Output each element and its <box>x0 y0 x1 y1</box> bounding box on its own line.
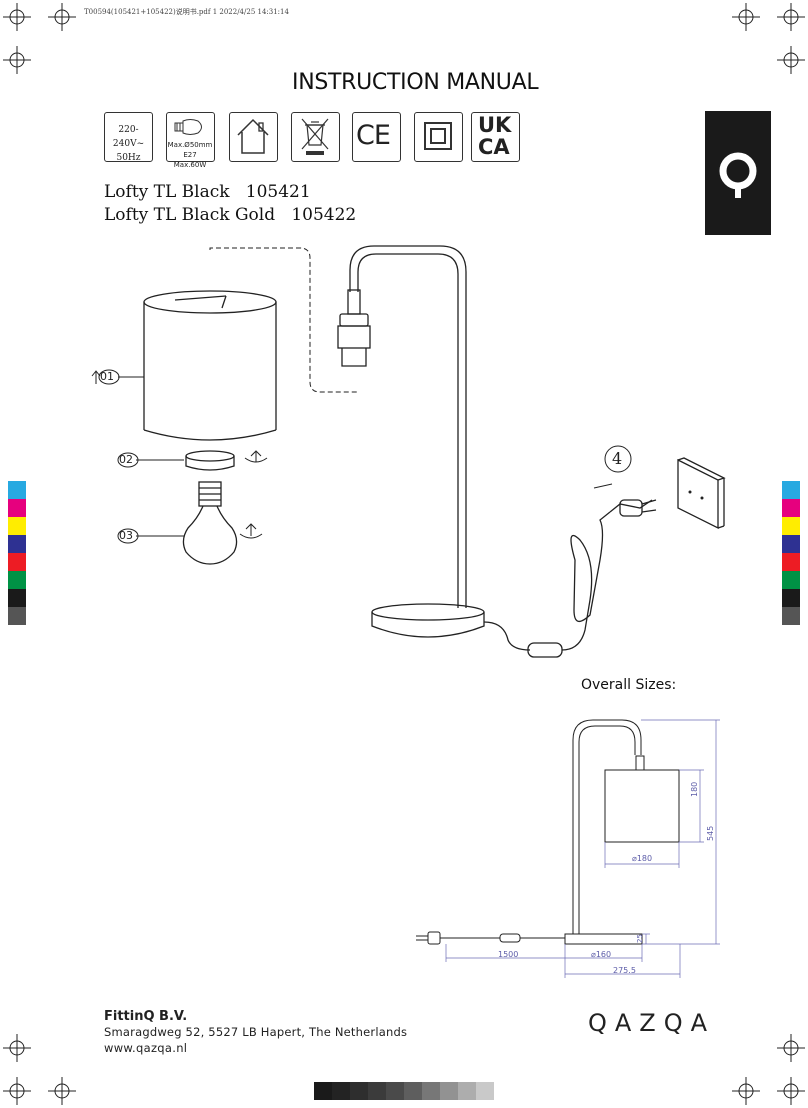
bulb-type: E27 Max.60W <box>173 151 207 169</box>
step-03-label: 03 <box>119 529 133 542</box>
color-bar-right <box>782 481 800 625</box>
step-4-label: 4 <box>612 449 623 468</box>
brand-logo-tab <box>705 111 771 235</box>
voltage-label: 220-240V~ <box>112 125 145 149</box>
bulb-max-diameter: Max.Ø50mm <box>167 141 213 149</box>
step-01-label: 01 <box>100 370 114 383</box>
registration-mark-bottom-left <box>3 1034 76 1105</box>
total-depth-dimension: 275.5 <box>613 966 636 975</box>
manual-title: INSTRUCTION MANUAL <box>292 70 539 95</box>
company-address: Smaragdweg 52, 5527 LB Hapert, The Nethe… <box>104 1025 408 1039</box>
brand-wordmark: QAZQA <box>588 1009 716 1037</box>
frequency-label: 50Hz <box>116 153 141 163</box>
product-name: Lofty TL Black <box>104 182 230 202</box>
overall-sizes-heading: Overall Sizes: <box>581 677 677 693</box>
step-4-marker <box>604 445 632 473</box>
bulb-icon <box>174 119 202 135</box>
base-diameter-dimension: ⌀160 <box>591 950 612 959</box>
indoor-use-icon <box>229 112 278 162</box>
assembly-drawing <box>91 245 726 658</box>
step-01-marker <box>98 369 120 385</box>
ukca-mark-icon: UK CA <box>471 112 520 162</box>
grayscale-bar <box>314 1082 494 1100</box>
base-height-dimension: 25 <box>636 934 644 943</box>
total-height-dimension: 545 <box>706 825 715 841</box>
rotate-arrow-icon <box>239 450 268 539</box>
bulb-spec: Max.Ø50mm E27 Max.60W <box>166 112 215 169</box>
print-metadata: T00594(105421+105422)说明书.pdf 1 2022/4/25… <box>84 8 289 16</box>
weee-bin-icon <box>291 112 340 162</box>
registration-mark-top-right <box>732 3 805 74</box>
product-code: 105421 <box>245 182 311 202</box>
shade-diameter-dimension: ⌀180 <box>632 854 653 863</box>
step-02-label: 02 <box>119 453 133 466</box>
class-ii-icon <box>414 112 463 162</box>
step-02-marker <box>117 452 139 468</box>
product-name: Lofty TL Black Gold <box>104 205 276 225</box>
shade-height-dimension: 180 <box>690 781 699 797</box>
company-name: FittinQ B.V. <box>104 1009 188 1024</box>
product-line-1: Lofty TL Black 105421 <box>104 182 311 202</box>
qazqa-q-logo-icon <box>719 152 757 198</box>
color-bar-left <box>8 481 26 625</box>
product-line-2: Lofty TL Black Gold 105422 <box>104 205 356 225</box>
registration-mark-top-left <box>3 3 76 74</box>
step-03-marker <box>117 528 139 544</box>
bulb-drawing <box>182 481 238 565</box>
dimension-drawing <box>416 719 720 978</box>
product-code: 105422 <box>291 205 357 225</box>
up-arrow-icon <box>91 370 101 384</box>
lamp-shade-drawing <box>143 290 277 441</box>
voltage-spec: 220-240V~ 50Hz <box>104 112 153 163</box>
company-website: www.qazqa.nl <box>104 1041 188 1055</box>
shade-ring-drawing <box>185 450 235 471</box>
ce-mark-icon: CE <box>352 112 401 162</box>
lamp-stand-drawing <box>337 245 726 658</box>
registration-mark-bottom-right <box>732 1034 805 1105</box>
cable-length-dimension: 1500 <box>498 950 519 959</box>
